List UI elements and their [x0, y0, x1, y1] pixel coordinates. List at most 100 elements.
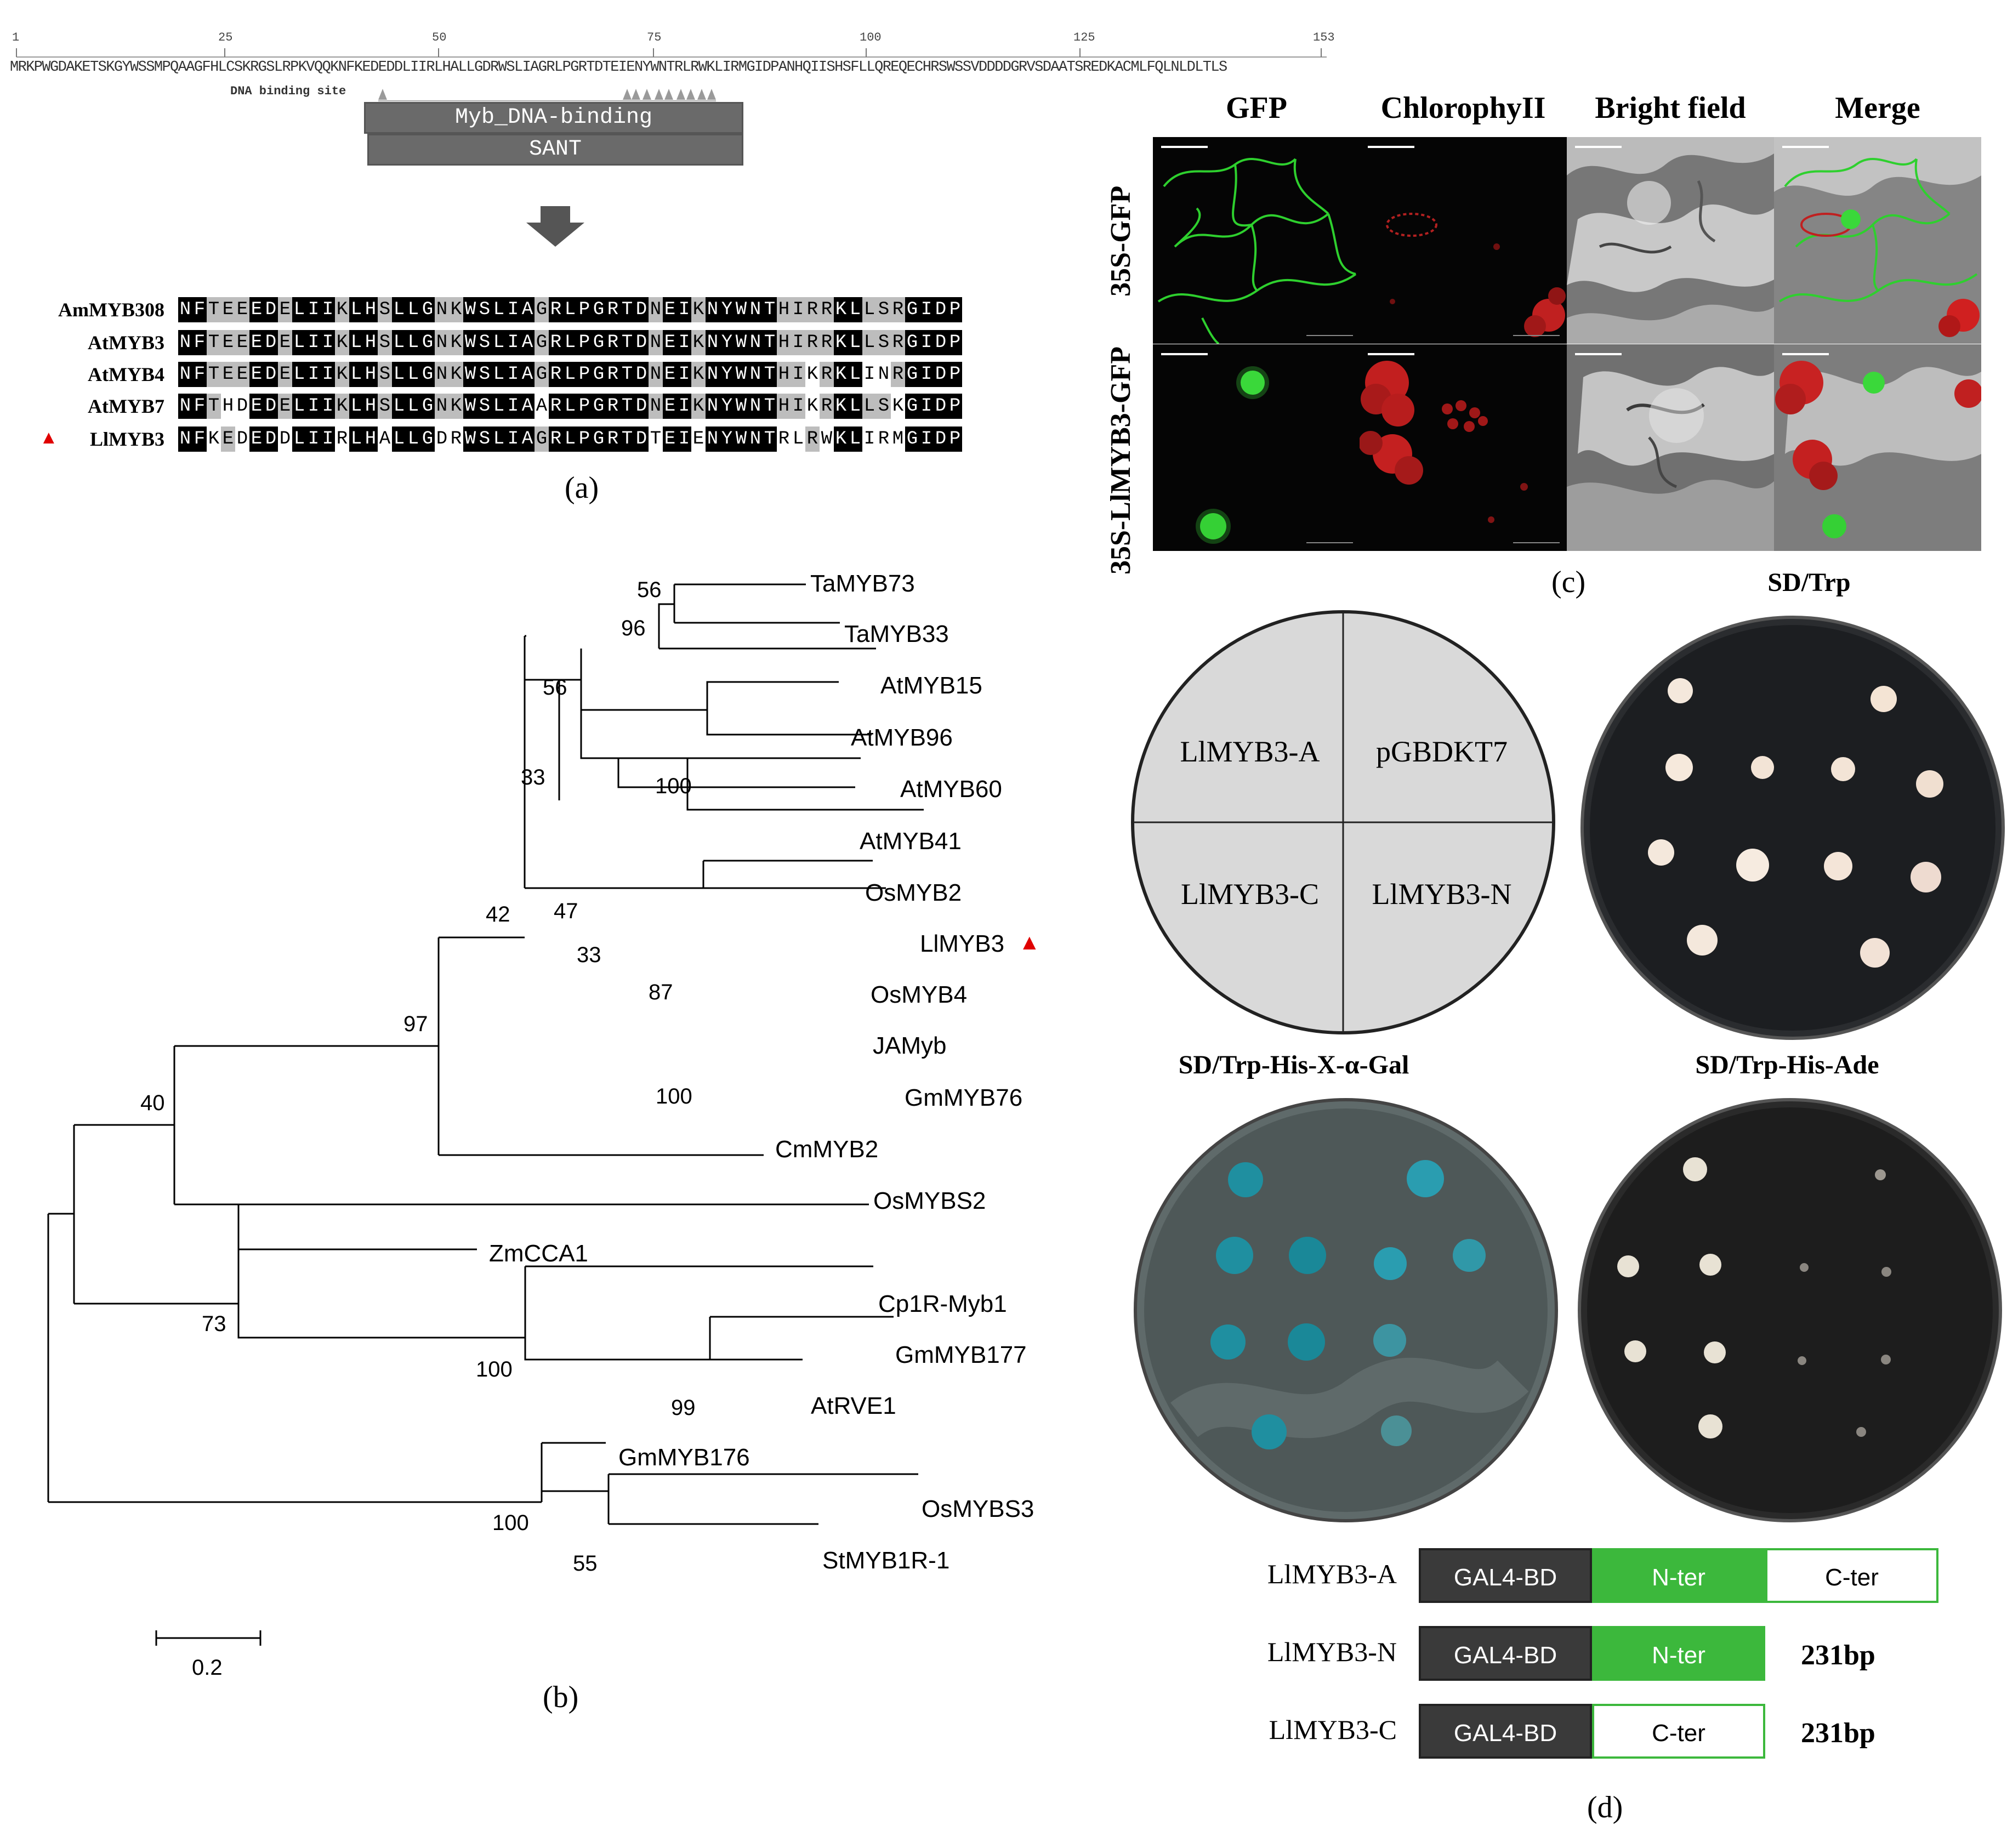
ruler-line: [16, 48, 1327, 58]
plate-sd-trp-his-ade: [1578, 1098, 2002, 1522]
bootstrap-value: 100: [492, 1511, 529, 1535]
alignment-residue: S: [877, 297, 891, 322]
bootstrap-value: 56: [637, 578, 662, 602]
alignment-residue: E: [221, 330, 235, 355]
alignment-residue: L: [563, 362, 577, 387]
alignment-residue: I: [506, 330, 520, 355]
alignment-residue: R: [820, 297, 834, 322]
alignment-residue: H: [363, 427, 378, 452]
alignment-residue: L: [392, 362, 406, 387]
alignment-residue: I: [321, 297, 335, 322]
alignment-residue: L: [349, 330, 363, 355]
bootstrap-value: 100: [656, 1084, 692, 1108]
alignment-residue: P: [948, 330, 962, 355]
alignment-residue: F: [192, 427, 207, 452]
ruler-tick: 25: [218, 31, 233, 44]
alignment-sequence-name: AtMYB7: [88, 395, 164, 417]
alignment-residue: H: [777, 394, 791, 419]
alignment-residue: D: [264, 362, 278, 387]
ruler-tick: 50: [432, 31, 447, 44]
alignment-residue: D: [235, 427, 249, 452]
alignment-residue: E: [249, 427, 264, 452]
ruler-tick: 153: [1313, 31, 1335, 44]
tree-tip-label: AtMYB41: [860, 828, 962, 855]
alignment-residue: A: [520, 427, 535, 452]
quadrant-llmyb3-a: LlMYB3-A: [1180, 735, 1320, 768]
alignment-residue: N: [649, 330, 663, 355]
alignment-residue: G: [535, 297, 549, 322]
column-header-bright-field: Bright field: [1595, 91, 1746, 125]
alignment-residue: T: [207, 330, 221, 355]
alignment-residue: H: [363, 297, 378, 322]
alignment-residue: I: [677, 427, 691, 452]
alignment-residue: L: [349, 362, 363, 387]
alignment-residue: K: [691, 297, 706, 322]
tree-tip-label: GmMYB76: [905, 1084, 1023, 1111]
alignment-residue: W: [734, 297, 748, 322]
alignment-residue: L: [406, 297, 420, 322]
alignment-residue: S: [378, 394, 392, 419]
alignment-residue: L: [292, 297, 306, 322]
panel-d-label: (d): [1587, 1790, 1623, 1824]
alignment-residue: N: [178, 427, 192, 452]
tree-tip-label: AtMYB60: [900, 776, 1002, 803]
tree-branches: [47, 583, 924, 1646]
alignment-residue: G: [905, 427, 919, 452]
alignment-residue: L: [563, 427, 577, 452]
column-header-chlorophyll: ChlorophyII: [1380, 91, 1546, 125]
alignment-residue: R: [606, 297, 620, 322]
alignment-residue: L: [492, 394, 506, 419]
alignment-residue: L: [392, 297, 406, 322]
alignment-sequence-name: AtMYB4: [88, 363, 164, 385]
alignment-residue: R: [449, 427, 463, 452]
tree-tip-label: AtMYB15: [880, 672, 982, 699]
alignment-residue: H: [363, 330, 378, 355]
alignment-residue: L: [406, 394, 420, 419]
ruler-tick: 1: [12, 31, 20, 44]
alignment-residue: L: [492, 362, 506, 387]
alignment-residue: A: [520, 394, 535, 419]
tree-tip-label: StMYB1R-1: [822, 1547, 950, 1574]
alignment-residue: F: [192, 330, 207, 355]
alignment-residue: P: [577, 297, 592, 322]
alignment-residue: W: [734, 362, 748, 387]
alignment-residue: K: [834, 297, 848, 322]
alignment-residue: L: [292, 362, 306, 387]
alignment-residue: I: [321, 427, 335, 452]
alignment-residue: G: [420, 394, 435, 419]
bootstrap-value: 40: [140, 1091, 165, 1115]
alignment-residue: A: [378, 427, 392, 452]
alignment-residue: R: [606, 394, 620, 419]
alignment-residue: W: [463, 330, 477, 355]
tree-tip-label: ZmCCA1: [489, 1240, 588, 1267]
alignment-residue: K: [834, 362, 848, 387]
bootstrap-value: 56: [543, 675, 567, 700]
domain-sant: SANT: [367, 134, 743, 166]
alignment-residue: H: [777, 330, 791, 355]
alignment-residue: G: [905, 330, 919, 355]
alignment-residue: N: [178, 297, 192, 322]
alignment-residue: E: [235, 362, 249, 387]
alignment-residue: I: [791, 330, 805, 355]
alignment-residue: E: [221, 427, 235, 452]
micrograph-merge-control: [1774, 137, 1981, 344]
bootstrap-value: 87: [649, 980, 673, 1004]
alignment-residue: T: [207, 394, 221, 419]
alignment-residue: G: [592, 362, 606, 387]
alignment-residue: R: [549, 297, 563, 322]
alignment-residue: I: [677, 330, 691, 355]
alignment-residue: I: [506, 427, 520, 452]
alignment-sequence-name: AtMYB3: [88, 332, 164, 354]
alignment-residue: N: [748, 394, 763, 419]
alignment-residue: H: [363, 394, 378, 419]
alignment-residue: I: [677, 394, 691, 419]
alignment-residue: W: [463, 297, 477, 322]
alignment-residue: L: [392, 394, 406, 419]
tree-tip-label: TaMYB73: [810, 570, 915, 597]
alignment-residue: H: [777, 297, 791, 322]
construct-segment-c-ter: C-ter: [1592, 1704, 1765, 1759]
alignment-residue: K: [449, 297, 463, 322]
alignment-residue: Y: [720, 427, 734, 452]
alignment-residue: N: [877, 362, 891, 387]
